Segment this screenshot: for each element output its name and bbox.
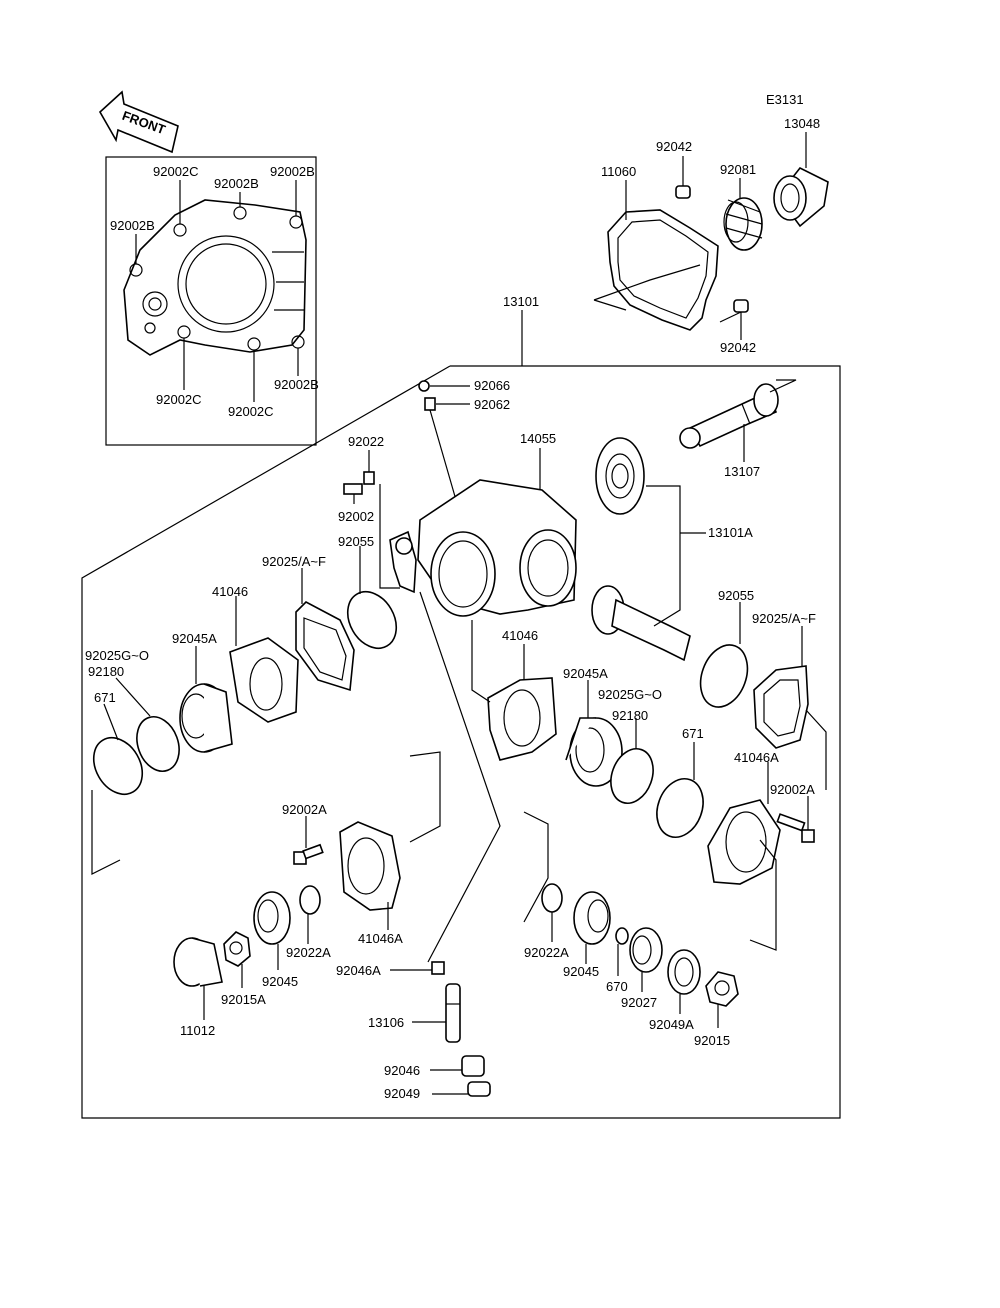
label-92027: 92027	[621, 995, 657, 1010]
label-92062: 92062	[474, 397, 510, 412]
label-92180-a: 92180	[88, 664, 124, 679]
pin-92042-a	[675, 185, 691, 199]
label-92022A-a: 92022A	[286, 945, 331, 960]
label-92002: 92002	[338, 509, 374, 524]
washer-92022	[363, 471, 375, 485]
gasket-92025-b-part	[753, 665, 809, 749]
shaft-13107-part	[679, 383, 779, 449]
shaft-13106-part	[445, 983, 461, 1043]
label-92025GO-b: 92025G~O	[598, 687, 662, 702]
oring-671-a	[92, 736, 144, 796]
joint-13048-part	[773, 166, 829, 228]
label-92045-a: 92045	[262, 974, 298, 989]
inset-frame	[105, 156, 317, 446]
oring-92055-b	[699, 644, 749, 708]
label-92045-b: 92045	[563, 964, 599, 979]
washer-92022A-a	[299, 885, 321, 915]
label-92002C-c: 92002C	[228, 404, 274, 419]
label-92002B-d: 92002B	[274, 377, 319, 392]
seal-92049A-part	[667, 949, 701, 995]
bearing-92045A-a	[179, 683, 233, 753]
label-14055: 14055	[520, 431, 556, 446]
label-41046-b: 41046	[502, 628, 538, 643]
front-arrow-icon: FRONT	[98, 90, 179, 154]
gasket-92025-a-part	[295, 601, 355, 692]
flange-41046A-a	[707, 799, 781, 885]
washer-92022A-b	[541, 883, 563, 913]
gasket-11060-part	[607, 209, 719, 331]
oring-92055-a	[346, 590, 398, 650]
label-92046A: 92046A	[336, 963, 381, 978]
bolt-92002	[343, 483, 363, 495]
main-assembly-frame	[81, 365, 841, 1119]
label-92002A-b: 92002A	[770, 782, 815, 797]
label-92015: 92015	[694, 1033, 730, 1048]
label-671-a: 671	[94, 690, 116, 705]
label-92049A: 92049A	[649, 1017, 694, 1032]
label-11060: 11060	[601, 164, 636, 179]
diagram-code: E3131	[766, 92, 804, 107]
nut-92015A-part	[223, 931, 251, 967]
pin-92042-b	[733, 299, 749, 313]
oring-670	[615, 927, 629, 945]
plug-92062	[424, 397, 436, 411]
label-92045A-b: 92045A	[563, 666, 608, 681]
shim-92180-a	[136, 716, 180, 772]
label-92002A-a: 92002A	[282, 802, 327, 817]
label-13107: 13107	[724, 464, 760, 479]
label-92002C-a: 92002C	[153, 164, 199, 179]
bearing-92045-b	[573, 891, 611, 945]
bushing-92046	[461, 1055, 485, 1077]
bearing-92045A-b	[565, 717, 623, 787]
label-13106: 13106	[368, 1015, 404, 1030]
label-92022: 92022	[348, 434, 384, 449]
washer-92066	[418, 380, 430, 392]
flange-41046A-b	[339, 821, 401, 911]
label-92025GO-a: 92025G~O	[85, 648, 149, 663]
label-92042-a: 92042	[656, 139, 692, 154]
shim-92180-b	[610, 748, 654, 804]
label-92045A-a: 92045A	[172, 631, 217, 646]
label-92055-a: 92055	[338, 534, 374, 549]
bolt-92002A-a	[293, 843, 324, 865]
bearing-housing-41046-a	[229, 637, 299, 723]
bearing-92045-a	[253, 891, 291, 945]
label-92025AF-a: 92025/A~F	[262, 554, 326, 569]
cap-92049	[467, 1081, 491, 1097]
label-41046A-b: 41046A	[358, 931, 403, 946]
label-92066: 92066	[474, 378, 510, 393]
housing-14055-part	[389, 479, 577, 617]
label-13101A: 13101A	[708, 525, 753, 540]
inset-cover-part	[123, 199, 307, 356]
bushing-92046A	[431, 961, 445, 975]
label-13101: 13101	[503, 294, 539, 309]
spring-92081-part	[723, 197, 763, 251]
label-13048: 13048	[784, 116, 820, 131]
gear-13101A-part	[591, 437, 691, 662]
label-670: 670	[606, 979, 628, 994]
label-92002C-b: 92002C	[156, 392, 202, 407]
bearing-housing-41046-b	[487, 677, 557, 761]
label-92049: 92049	[384, 1086, 420, 1101]
nut-92015-part	[705, 971, 739, 1007]
label-11012: 11012	[180, 1023, 215, 1038]
label-92025AF-b: 92025/A~F	[752, 611, 816, 626]
label-92002B-a: 92002B	[214, 176, 259, 191]
label-671-b: 671	[682, 726, 704, 741]
label-92046: 92046	[384, 1063, 420, 1078]
label-92015A: 92015A	[221, 992, 266, 1007]
label-92055-b: 92055	[718, 588, 754, 603]
label-92022A-b: 92022A	[524, 945, 569, 960]
label-92042-b: 92042	[720, 340, 756, 355]
label-41046-a: 41046	[212, 584, 248, 599]
label-41046A-a: 41046A	[734, 750, 779, 765]
label-92180-b: 92180	[612, 708, 648, 723]
label-92002B-c: 92002B	[110, 218, 155, 233]
cap-11012-part	[173, 937, 223, 987]
oring-671-b	[656, 778, 704, 838]
collar-92027-part	[629, 927, 663, 973]
label-92081: 92081	[720, 162, 756, 177]
label-92002B-b: 92002B	[270, 164, 315, 179]
